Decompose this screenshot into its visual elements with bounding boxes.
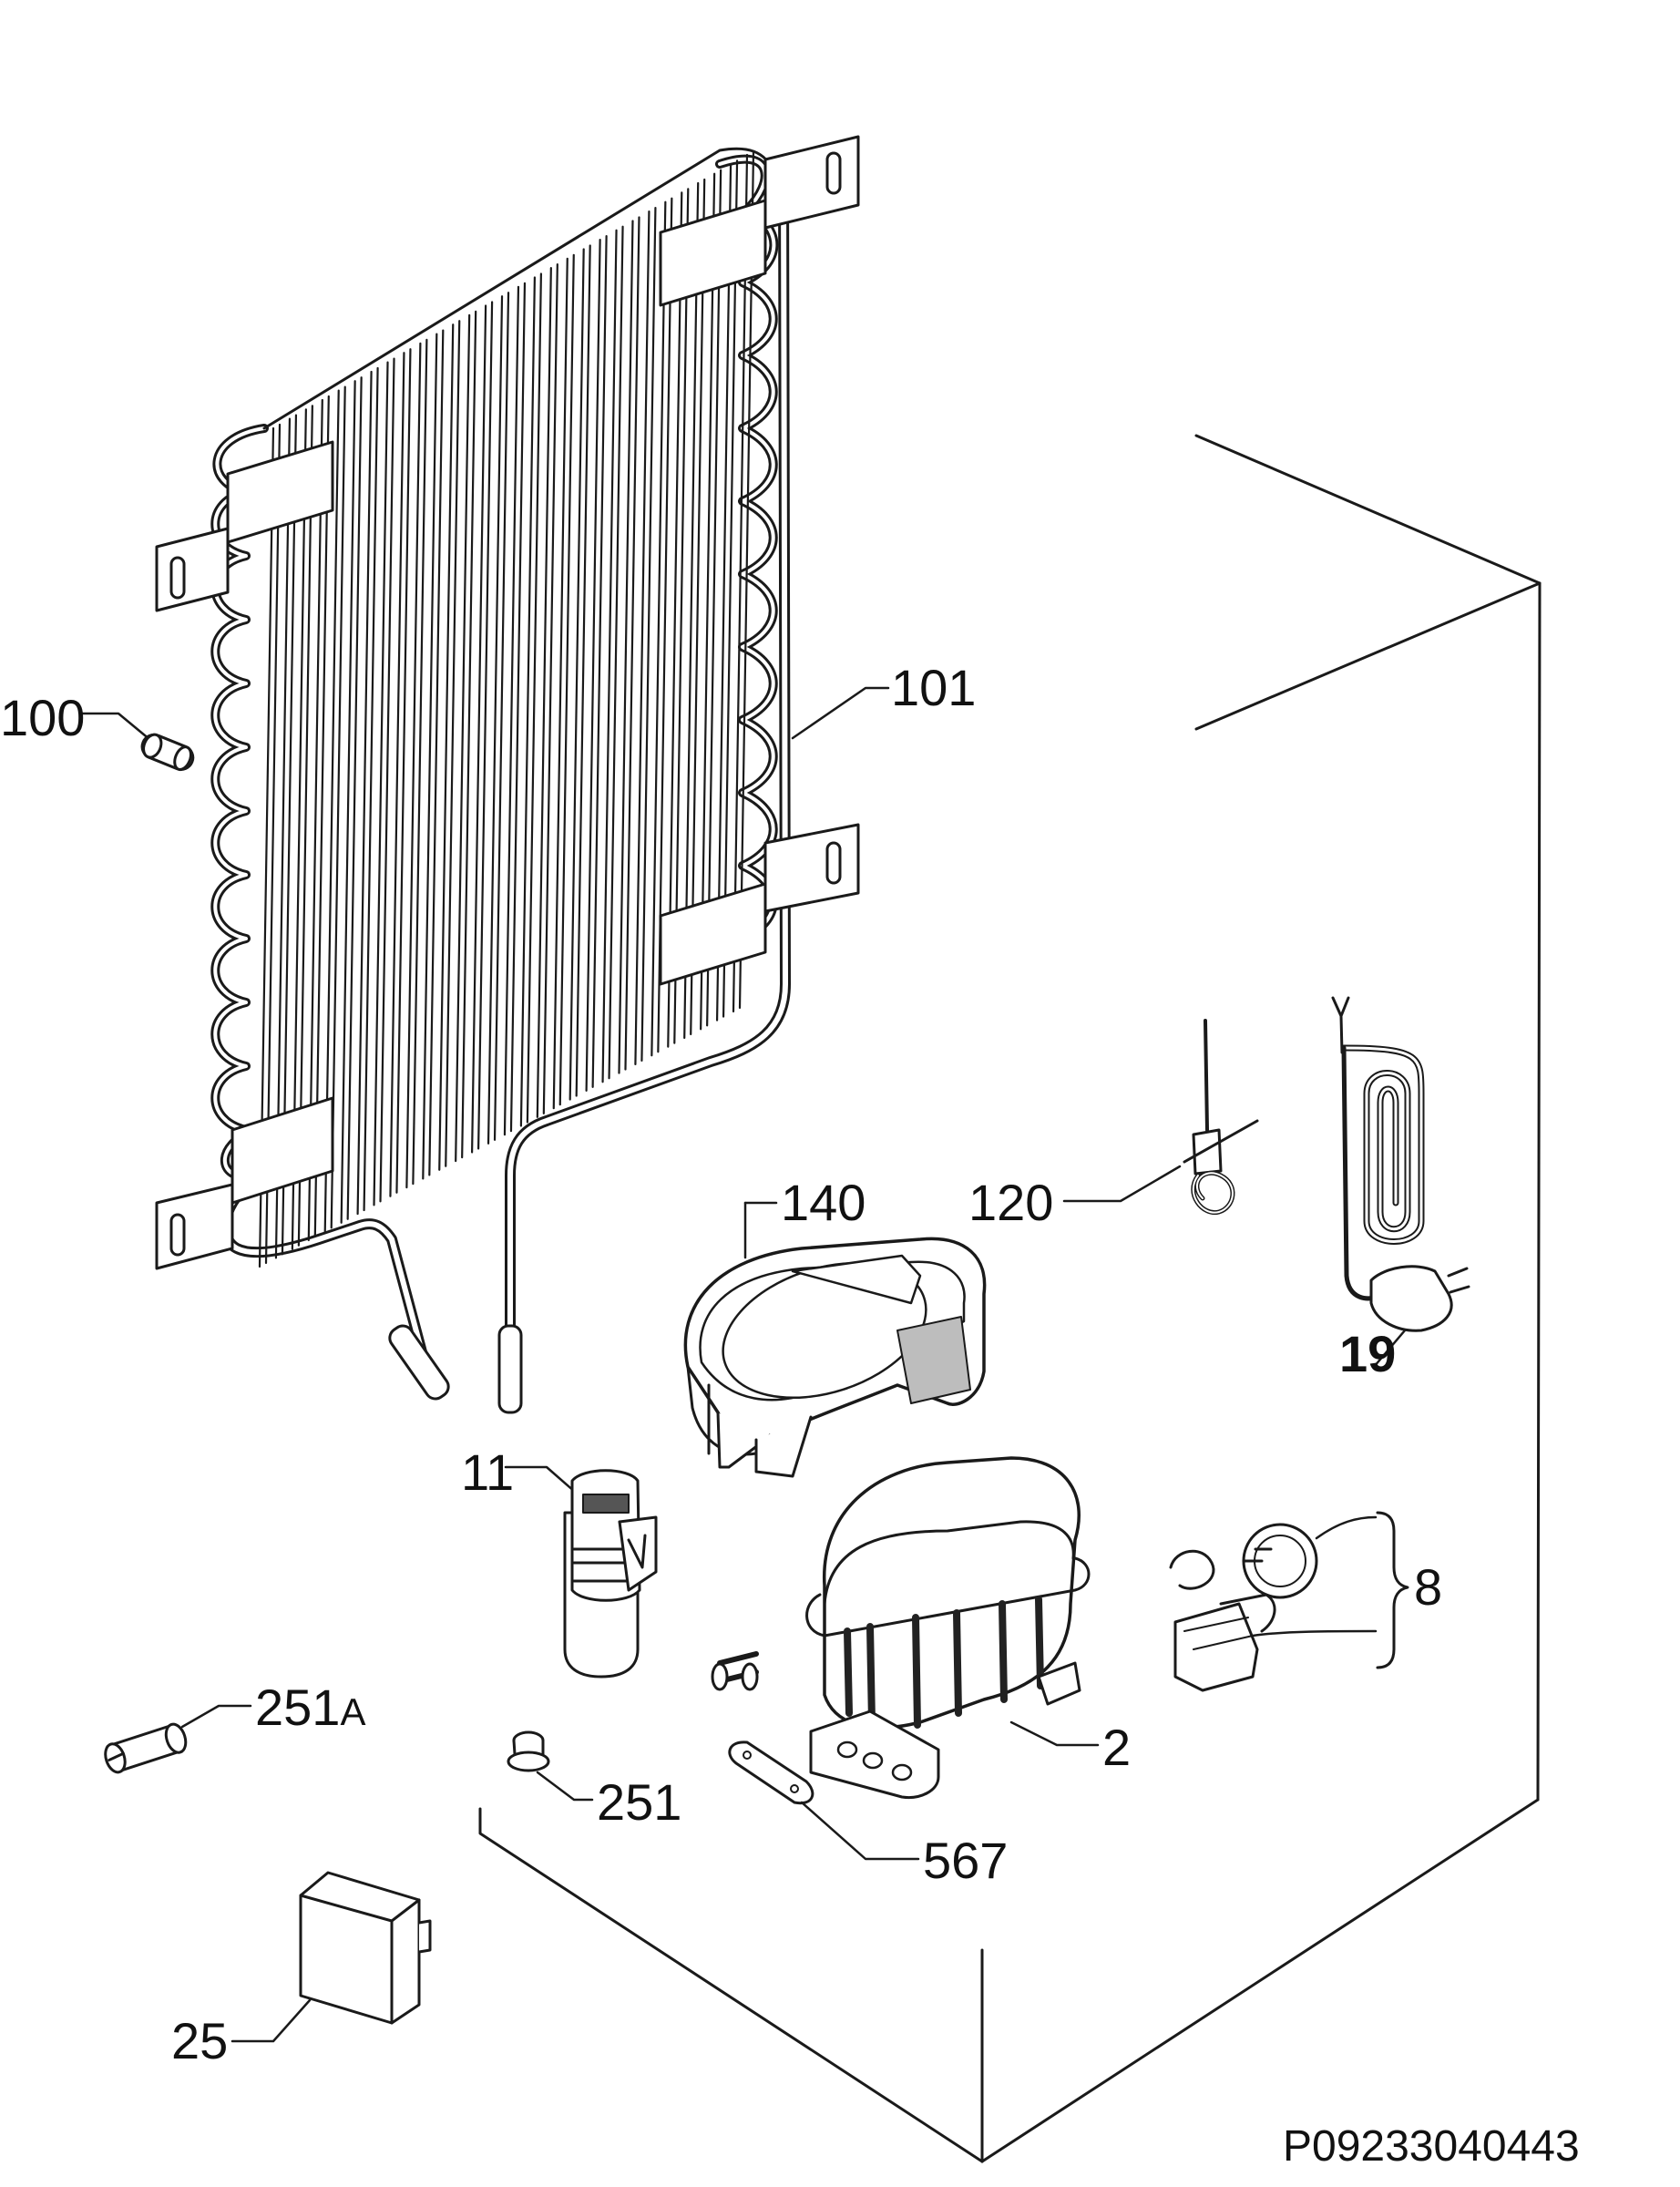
condenser-wire [601,229,618,1083]
label-part-120: 120 [968,1174,1054,1231]
protector-part-120 [1062,1019,1259,1216]
condenser-wire [591,235,608,1088]
condenser-wire [307,398,323,1242]
condenser-wire [503,285,520,1136]
condenser-wire [487,295,504,1145]
condenser-wire [438,323,455,1171]
condenser-wire [650,200,667,1057]
label-part-567: 567 [923,1832,1009,1889]
relay-kit-part-8 [1169,1511,1409,1692]
label-part-19: 19 [1339,1325,1397,1382]
condenser-wire [313,395,330,1238]
condenser-wire [536,267,552,1118]
condenser-wire [428,329,445,1176]
power-cable-part-19 [1331,996,1470,1369]
label-part-100: 100 [0,689,86,746]
condenser-wire [363,366,379,1212]
sleeve-part-100 [80,712,195,772]
condenser-wire [700,172,716,1031]
condenser-wire [715,163,732,1022]
condenser-wire [657,197,673,1053]
condenser-wire [323,389,340,1233]
condenser-wire [690,178,706,1036]
condenser-wire [640,206,657,1063]
box-part-25 [230,1871,432,2043]
label-part-25: 25 [171,2012,229,2069]
leader-101 [791,686,890,740]
label-part-251a: 251A [255,1682,365,1733]
condenser-wire [340,380,356,1224]
drawing-code: P09233040443 [1283,2122,1580,2171]
condenser-wire [493,292,510,1141]
condenser-wire [624,216,640,1071]
condenser-wire [738,149,755,1010]
condenser-wire [373,361,389,1206]
condenser-wire [634,210,650,1066]
condenser-wire [509,282,527,1133]
condenser-wire [575,244,591,1097]
condenser-wire [558,253,575,1106]
condenser-wire [542,263,558,1114]
condenser-wire [412,338,428,1186]
grommet-part-251 [507,1730,594,1802]
filter-drier-part-11 [504,1465,658,1679]
label-part-11: 11 [461,1443,515,1501]
label-part-251: 251 [597,1773,682,1831]
cabinet-outline [478,434,1542,2163]
condenser-wire [706,169,722,1027]
condenser-wire [422,333,438,1180]
condenser-wire [732,153,749,1013]
condenser-wire [356,370,373,1216]
label-part-251a-number: 251 [255,1679,341,1736]
label-part-101: 101 [891,659,977,716]
clip-part-567 [728,1740,920,1861]
label-part-140: 140 [781,1174,866,1231]
label-part-8: 8 [1414,1558,1443,1616]
condenser-wire [667,191,683,1048]
condenser-wire [552,257,569,1110]
condenser-wire [471,304,487,1154]
compressor-tray-part-140 [683,1201,987,1478]
condenser-wire [379,357,395,1203]
condenser-wire [297,405,313,1247]
condenser-wire [461,310,477,1159]
label-part-2: 2 [1102,1719,1132,1776]
sleeve-part-251a [104,1704,252,1774]
condenser-wire [405,342,422,1189]
compressor-part-2 [711,1456,1100,1800]
condenser-wire [585,239,601,1092]
condenser-wire [330,385,346,1229]
condenser-wire [526,272,542,1124]
condenser-wire [722,159,739,1018]
condenser-wire [519,276,536,1127]
label-part-251a-suffix: A [340,1690,366,1733]
condenser-brackets [155,135,860,1270]
condenser-wire [608,225,624,1080]
condenser-wire [389,352,405,1197]
condenser-wire [569,248,585,1101]
condenser-wire [395,348,412,1194]
condenser-wire [346,376,363,1220]
condenser-wire [477,301,494,1150]
condenser-wire [445,320,461,1167]
condenser-wire [673,188,690,1044]
condenser [155,135,860,1414]
condenser-wire [683,181,700,1040]
condenser-wire [618,220,634,1074]
condenser-wire [455,313,471,1163]
